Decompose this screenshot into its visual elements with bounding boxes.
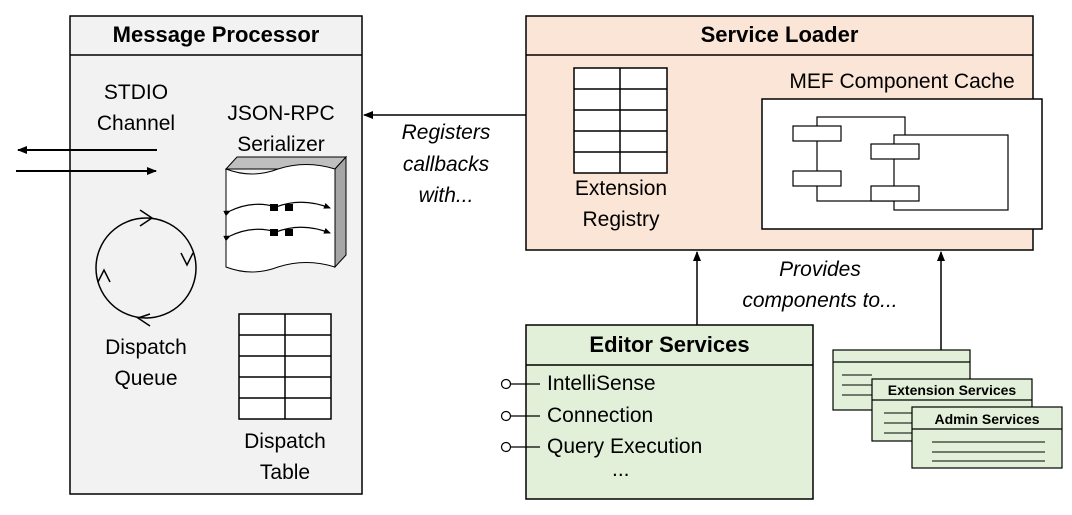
editor-services-title: Editor Services bbox=[589, 332, 750, 357]
extension-registry-label-line2: Registry bbox=[582, 208, 660, 231]
provides-note-line2: components to... bbox=[742, 289, 898, 312]
mef-cache-title: MEF Component Cache bbox=[789, 70, 1015, 93]
dispatch-queue-label-line2: Queue bbox=[114, 367, 178, 390]
serializer-label-line2: Serializer bbox=[237, 133, 325, 156]
editor-service-ports bbox=[500, 378, 540, 453]
extension-registry-label-line1: Extension bbox=[574, 177, 668, 200]
service-item-intellisense: IntelliSense bbox=[547, 372, 656, 395]
admin-services-box bbox=[911, 406, 1063, 469]
registers-note-line3: with... bbox=[418, 184, 474, 207]
registers-note-line1: Registers bbox=[401, 121, 491, 144]
provides-note-line1: Provides bbox=[779, 258, 861, 281]
mef-cache-box bbox=[761, 98, 1043, 230]
admin-services-title: Admin Services bbox=[934, 411, 1040, 427]
stdio-label-line1: STDIO bbox=[103, 81, 169, 104]
dispatch-table-label-line2: Table bbox=[259, 461, 311, 484]
dispatch-queue-icon bbox=[95, 209, 197, 327]
service-item-connection: Connection bbox=[547, 404, 654, 427]
message-processor-title: Message Processor bbox=[112, 22, 320, 47]
service-items-ellipsis: ... bbox=[612, 458, 630, 481]
stdio-label-line2: Channel bbox=[96, 112, 176, 135]
service-item-query-execution: Query Execution bbox=[547, 435, 703, 458]
editor-services-box bbox=[525, 324, 814, 500]
extension-registry-icon bbox=[573, 67, 668, 174]
serializer-icon bbox=[223, 155, 348, 273]
service-loader-title: Service Loader bbox=[700, 22, 859, 47]
dispatch-table-icon bbox=[238, 313, 332, 420]
serializer-label-line1: JSON-RPC bbox=[227, 102, 335, 125]
dispatch-queue-label-line1: Dispatch bbox=[105, 336, 187, 359]
registers-note-line2: callbacks bbox=[402, 153, 490, 176]
extension-services-title: Extension Services bbox=[887, 382, 1017, 398]
dispatch-table-label-line1: Dispatch bbox=[244, 430, 326, 453]
